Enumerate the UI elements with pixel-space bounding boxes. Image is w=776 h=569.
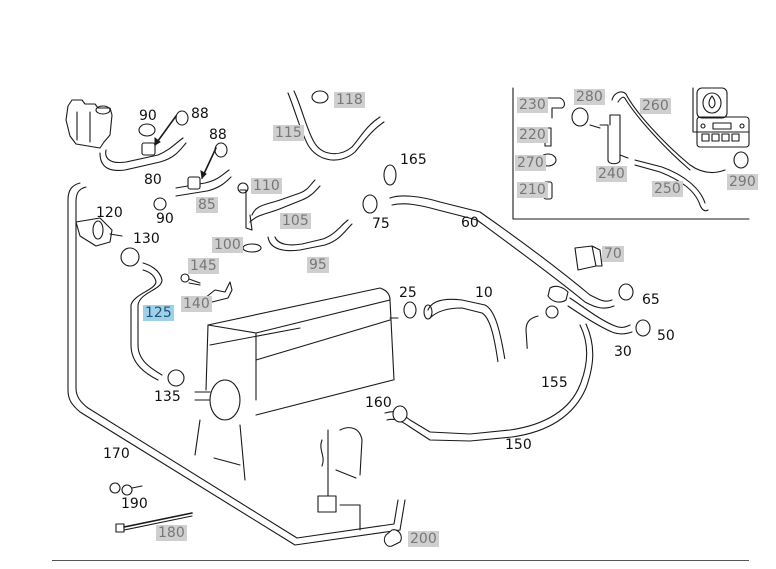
clamp-200 [383, 529, 402, 547]
pump-120 [75, 217, 140, 267]
hose-95 [242, 219, 353, 253]
bolt-145 [180, 273, 201, 286]
part-label-240[interactable]: 240 [596, 166, 627, 182]
part-label-85[interactable]: 85 [196, 197, 218, 213]
clamps-165-75 [362, 164, 397, 214]
clip-190 [109, 482, 143, 496]
part-label-90-second[interactable]: 90 [156, 211, 174, 227]
hose-85 [175, 147, 232, 197]
part-label-118[interactable]: 118 [334, 92, 365, 108]
auxiliary-pump-unit [317, 427, 363, 531]
part-label-270[interactable]: 270 [515, 155, 546, 171]
bracket-70 [574, 245, 603, 271]
hose-125[interactable] [130, 262, 185, 387]
valve-assembly [545, 285, 633, 335]
part-label-10[interactable]: 10 [475, 285, 493, 301]
part-label-95[interactable]: 95 [307, 257, 329, 273]
part-label-140[interactable]: 140 [181, 296, 212, 312]
part-label-120[interactable]: 120 [96, 205, 123, 221]
part-label-135[interactable]: 135 [154, 389, 181, 405]
clamps-88-90 [138, 110, 228, 211]
part-label-105[interactable]: 105 [280, 213, 311, 229]
part-label-80[interactable]: 80 [144, 172, 162, 188]
part-label-220[interactable]: 220 [517, 127, 548, 143]
part-label-230[interactable]: 230 [517, 97, 548, 113]
hose-150 [384, 323, 594, 442]
part-label-145[interactable]: 145 [188, 258, 219, 274]
engine-block [194, 287, 399, 481]
clamps-50-65 [618, 283, 651, 337]
part-label-210[interactable]: 210 [517, 182, 548, 198]
part-label-200[interactable]: 200 [408, 531, 439, 547]
part-label-280[interactable]: 280 [574, 89, 605, 105]
part-label-155[interactable]: 155 [541, 375, 568, 391]
part-label-115[interactable]: 115 [273, 125, 304, 141]
part-label-65[interactable]: 65 [642, 292, 660, 308]
part-label-250[interactable]: 250 [652, 181, 683, 197]
part-label-165[interactable]: 165 [400, 152, 427, 168]
part-label-100[interactable]: 100 [212, 237, 243, 253]
part-label-260[interactable]: 260 [640, 98, 671, 114]
part-label-130[interactable]: 130 [133, 231, 160, 247]
hose-80 [99, 115, 187, 172]
part-label-125-selected[interactable]: 125 [143, 305, 174, 321]
part-label-88[interactable]: 88 [191, 106, 209, 122]
part-label-90[interactable]: 90 [139, 108, 157, 124]
hose-105 [237, 179, 321, 231]
part-label-60[interactable]: 60 [461, 215, 479, 231]
bracket-140 [204, 281, 233, 303]
inset-box [512, 87, 750, 220]
part-label-70[interactable]: 70 [602, 246, 624, 262]
part-label-110[interactable]: 110 [251, 178, 282, 194]
part-label-30[interactable]: 30 [614, 344, 632, 360]
part-label-88-second[interactable]: 88 [209, 127, 227, 143]
part-label-150[interactable]: 150 [505, 437, 532, 453]
heater-control-panel [692, 87, 750, 148]
pipe-170 [67, 182, 406, 546]
part-label-190[interactable]: 190 [121, 496, 148, 512]
part-label-25[interactable]: 25 [399, 285, 417, 301]
expansion-tank [65, 99, 113, 149]
cable-tie-180 [115, 512, 193, 533]
part-label-170[interactable]: 170 [103, 446, 130, 462]
part-label-50[interactable]: 50 [657, 328, 675, 344]
part-label-75[interactable]: 75 [372, 216, 390, 232]
hose-115 [287, 90, 385, 161]
part-label-160[interactable]: 160 [365, 395, 392, 411]
part-label-290[interactable]: 290 [727, 174, 758, 190]
clamp-25 [403, 301, 417, 319]
hose-60 [389, 195, 615, 309]
bottom-divider [52, 560, 749, 561]
part-label-180[interactable]: 180 [156, 525, 187, 541]
